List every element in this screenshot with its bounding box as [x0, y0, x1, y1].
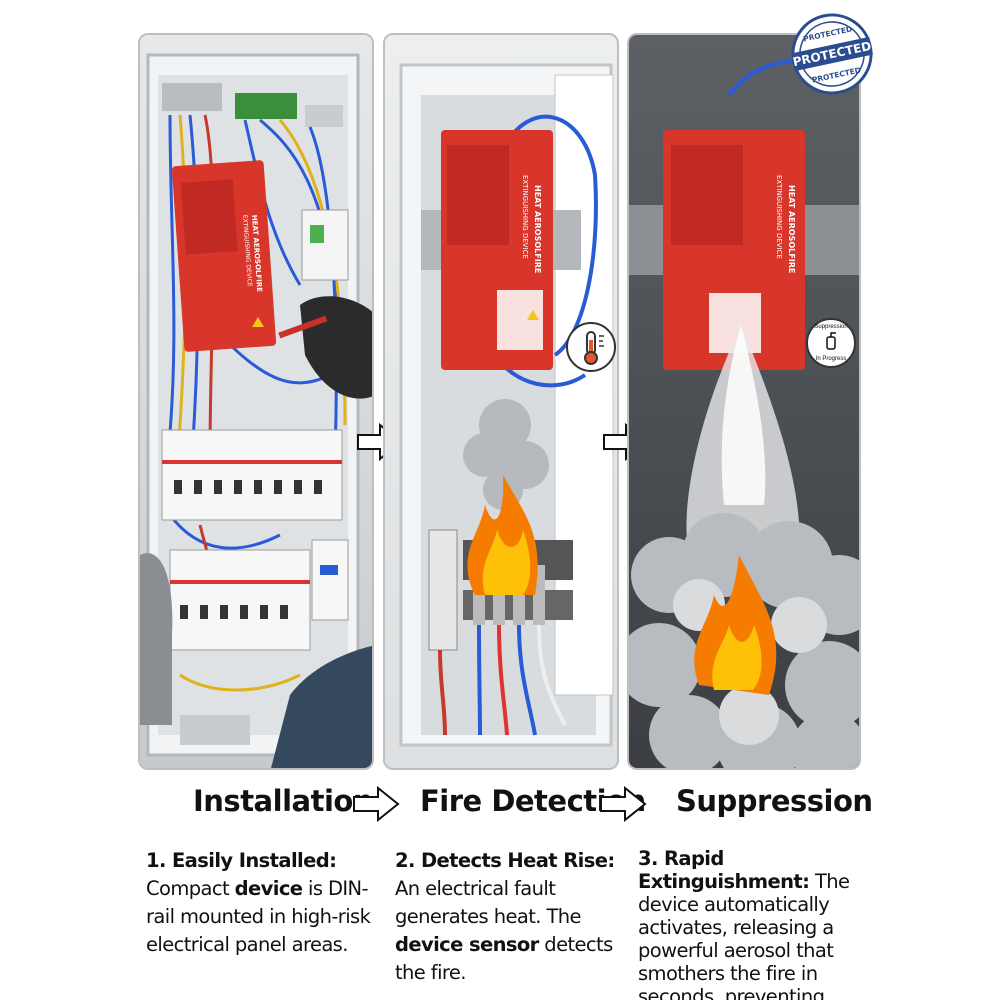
device-unit: HEAT AEROSOLFIRE EXTINGUISHING DEVICE — [171, 160, 277, 352]
device-title: HEAT AEROSOLFIRE — [533, 185, 542, 273]
installation-illustration: HEAT AEROSOLFIRE EXTINGUISHING DEVICE — [138, 33, 374, 770]
device-title: HEAT AEROSOLFIRE — [787, 185, 796, 273]
step-text: is DIN-rail mounted in high-risk electri… — [146, 877, 371, 956]
step-arrow-icon — [353, 786, 400, 822]
suppression-badge-line1: Suppression — [814, 324, 848, 330]
step-description-suppression: 3. Rapid Extinguishment: The device auto… — [638, 847, 870, 1000]
device-unit: HEAT AEROSOLFIRE EXTINGUISHING DEVICE — [663, 130, 805, 370]
technician-hand — [278, 296, 372, 399]
suppression-badge-line2: In Progress — [815, 356, 847, 362]
suppression-status-badge: Suppression In Progress — [806, 318, 856, 368]
extinguisher-icon — [826, 332, 836, 350]
device-subtitle: EXTINGUISHING DEVICE — [775, 175, 783, 259]
thermometer-icon — [566, 322, 616, 372]
terminal-block-row — [162, 83, 343, 127]
fire-detection-illustration: HEAT AEROSOLFIRE EXTINGUISHING DEVICE — [383, 33, 619, 770]
step-description-fire-detection: 2. Detects Heat Rise: An electrical faul… — [395, 847, 615, 987]
step-title: 1. Easily Installed: — [146, 849, 337, 872]
protected-badge: PROTECTED PROTECTED PROTECTED — [791, 13, 873, 95]
step-text: Compact — [146, 877, 235, 900]
step-title: 2. Detects Heat Rise: — [395, 849, 615, 872]
step-title: 3. Rapid Extinguishment: — [638, 847, 810, 893]
step-text: An electrical fault generates heat. The — [395, 877, 582, 928]
step-arrow-icon — [600, 786, 647, 822]
step-description-installation: 1. Easily Installed: Compact device is D… — [146, 847, 371, 959]
step-label-installation: Installation — [193, 784, 373, 818]
suppression-illustration: HEAT AEROSOLFIRE EXTINGUISHING DEVICE — [627, 33, 861, 770]
step-text: detects the fire. — [395, 933, 613, 984]
suppression-scene: HEAT AEROSOLFIRE EXTINGUISHING DEVICE — [629, 59, 859, 768]
device-unit: HEAT AEROSOLFIRE EXTINGUISHING DEVICE — [441, 130, 553, 370]
fire-flame — [694, 555, 777, 695]
device-subtitle: EXTINGUISHING DEVICE — [521, 175, 529, 259]
step-text: The device automatically activates, rele… — [638, 870, 850, 1000]
installation-scene: HEAT AEROSOLFIRE EXTINGUISHING DEVICE — [140, 53, 372, 768]
fire-detection-scene: HEAT AEROSOLFIRE EXTINGUISHING DEVICE — [399, 63, 614, 747]
smoke-cloud — [629, 513, 859, 768]
smoke — [463, 399, 549, 510]
aerosol-spray — [686, 325, 800, 555]
step-bold-term: device sensor — [395, 933, 539, 956]
breaker-row-bottom — [169, 539, 349, 651]
step-bold-term: device — [234, 877, 303, 900]
breaker-row-top — [161, 429, 343, 521]
step-label-suppression: Suppression — [676, 784, 873, 818]
fire-flame — [467, 475, 538, 595]
